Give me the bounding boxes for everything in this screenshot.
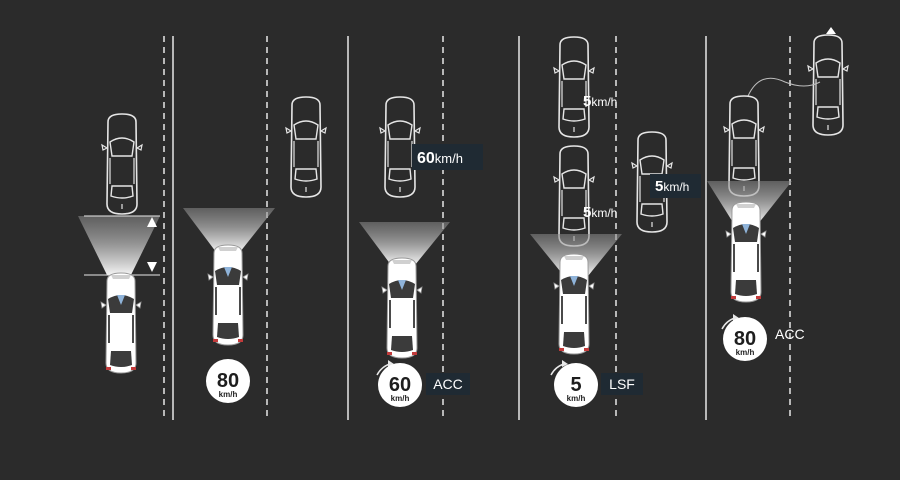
mode-label: LSF xyxy=(609,376,635,392)
lead-speed-unit: km/h xyxy=(591,206,617,220)
target-speed-value: 80 xyxy=(217,370,239,392)
target-speed-unit: km/h xyxy=(567,394,586,403)
lead-speed-value: 60 xyxy=(417,150,435,167)
scene-distance xyxy=(78,113,160,374)
target-speed-value: 60 xyxy=(389,374,411,396)
svg-text:60km/h: 60km/h xyxy=(417,150,463,167)
scene-acc-follow: 60km/h 60 km/h ACC xyxy=(359,96,483,407)
ego-car-icon xyxy=(725,201,767,303)
lead-speed-value: 5 xyxy=(583,93,591,110)
lead-speed-value: 5 xyxy=(655,178,663,195)
lane-lines xyxy=(163,36,791,420)
svg-text:5km/h: 5km/h xyxy=(583,93,617,110)
speed-dial-icon: 80 km/h xyxy=(721,314,767,361)
target-speed-value: 80 xyxy=(734,328,756,350)
sensor-beam-icon xyxy=(359,222,450,265)
lead-speed-value: 5 xyxy=(583,204,591,221)
target-speed-unit: km/h xyxy=(219,390,238,399)
lead-speed-label: 5km/h xyxy=(650,174,701,198)
svg-text:5km/h: 5km/h xyxy=(655,178,689,195)
scene-acc-resume: 80 km/h ACC xyxy=(707,27,849,361)
svg-text:5km/h: 5km/h xyxy=(583,204,617,221)
car-outline-icon xyxy=(553,145,595,247)
car-outline-icon xyxy=(553,36,595,138)
speed-dial-icon: 5 km/h xyxy=(550,360,598,407)
lane-change-path xyxy=(747,77,821,97)
car-outline-icon xyxy=(101,113,143,215)
ego-car-icon xyxy=(381,257,423,359)
scene-low-speed-follow: 5km/h 5km/h 5km/h 5 km/h LSF xyxy=(530,36,701,407)
car-outline-icon xyxy=(285,96,327,198)
mode-tag: LSF xyxy=(601,373,643,395)
ego-car-icon xyxy=(100,272,142,374)
ego-car-icon xyxy=(553,253,595,355)
mode-label: ACC xyxy=(775,326,805,342)
target-speed-unit: km/h xyxy=(736,348,755,357)
target-speed-unit: km/h xyxy=(391,394,410,403)
lead-speed-label: 60km/h xyxy=(412,144,483,170)
triangle-up-icon xyxy=(147,217,157,227)
scene-cruise: 80 km/h xyxy=(183,96,327,403)
sensor-beam-icon xyxy=(183,208,275,252)
triangle-down-icon xyxy=(147,262,157,272)
sensor-beam-icon xyxy=(78,216,160,275)
lead-speed-unit: km/h xyxy=(591,95,617,109)
triangle-up-icon xyxy=(826,27,836,34)
speed-dial-icon: 60 km/h xyxy=(376,360,422,407)
lead-speed-unit: km/h xyxy=(435,151,463,166)
mode-label: ACC xyxy=(433,376,463,392)
lead-speed-unit: km/h xyxy=(663,180,689,194)
speed-dial-icon: 80 km/h xyxy=(206,359,250,403)
mode-tag: ACC xyxy=(426,373,470,395)
ego-car-icon xyxy=(207,244,249,346)
target-speed-value: 5 xyxy=(570,374,581,396)
